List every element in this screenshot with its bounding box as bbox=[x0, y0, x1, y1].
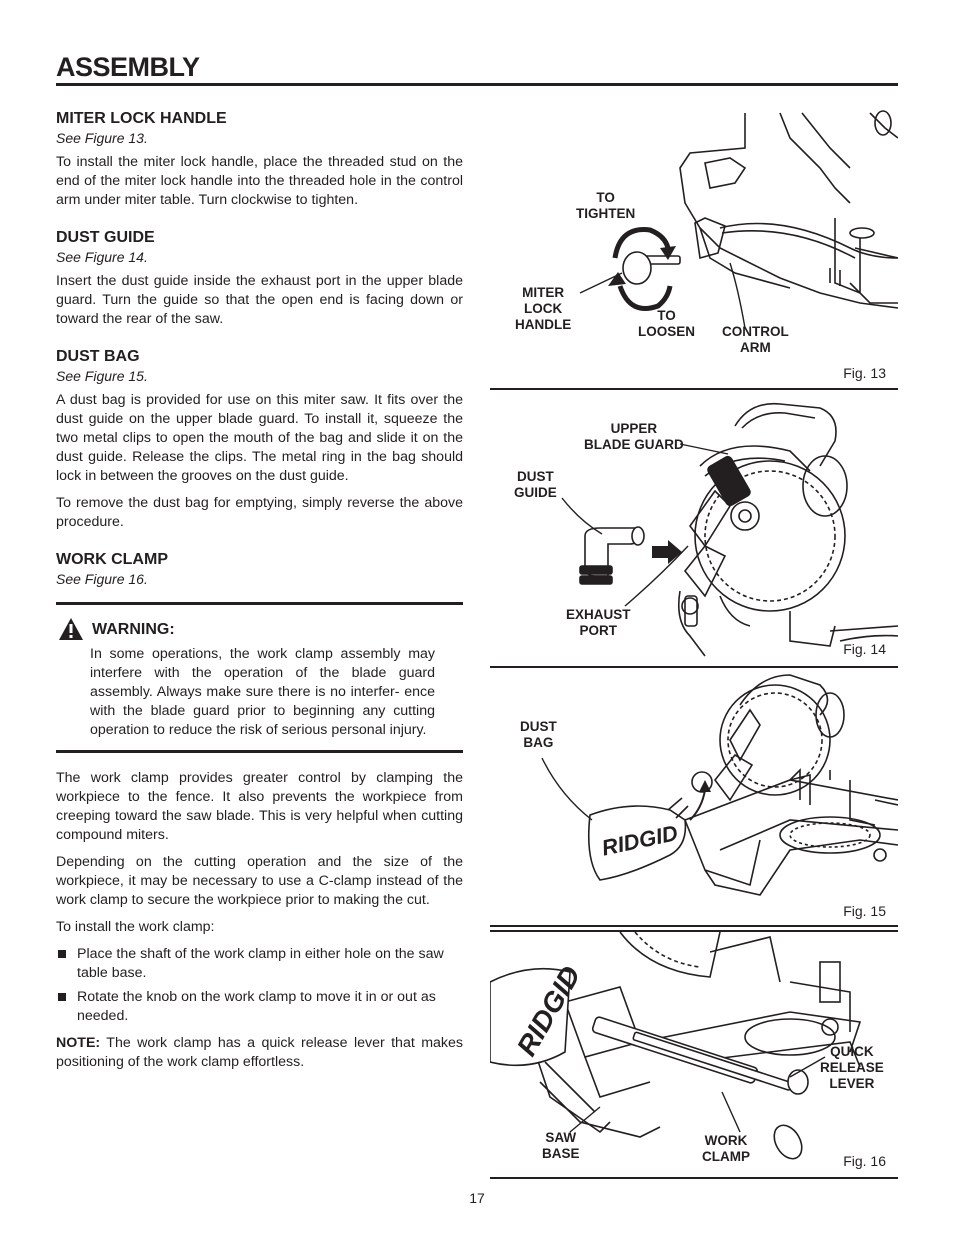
figure-15: RIDGID DUST BAG Fig. 15 bbox=[490, 670, 898, 927]
work-clamp-note: NOTE: The work clamp has a quick release… bbox=[56, 1034, 463, 1072]
warning-title: WARNING: bbox=[92, 620, 175, 638]
fig-14-caption: Fig. 14 bbox=[843, 641, 886, 657]
label-to-loosen: TO LOOSEN bbox=[638, 308, 696, 339]
install-step-2: Rotate the knob on the work clamp to mov… bbox=[77, 989, 436, 1024]
left-column: MITER LOCK HANDLE See Figure 13. To inst… bbox=[56, 109, 463, 1080]
dust-bag-text-1: A dust bag is provided for use on this m… bbox=[56, 392, 463, 484]
label-quick-release-lever: QUICK RELEASE LEVER bbox=[820, 1044, 884, 1091]
note-label: NOTE: bbox=[56, 1035, 101, 1051]
work-clamp-text-1: The work clamp provides greater control … bbox=[56, 770, 463, 843]
miter-lock-handle-illustration bbox=[579, 110, 898, 329]
install-steps: Place the shaft of the work clamp in eit… bbox=[56, 945, 463, 1026]
label-dust-guide: DUST GUIDE bbox=[514, 469, 557, 500]
dust-guide-text: Insert the dust guide inside the exhaust… bbox=[56, 273, 463, 327]
dust-bag-illustration: RIDGID bbox=[541, 674, 898, 896]
label-upper-blade-guard: UPPER BLADE GUARD bbox=[584, 421, 684, 452]
page-number: 17 bbox=[469, 1190, 485, 1206]
dust-guide-illustration bbox=[561, 402, 898, 657]
label-to-tighten: TO TIGHTEN bbox=[576, 190, 636, 221]
warning-triangle-icon bbox=[59, 618, 83, 640]
label-work-clamp: WORK CLAMP bbox=[702, 1133, 750, 1164]
label-saw-base: SAW BASE bbox=[542, 1130, 580, 1161]
work-clamp-illustration: RIDGID bbox=[490, 932, 862, 1160]
list-item: Place the shaft of the work clamp in eit… bbox=[56, 945, 463, 983]
dust-guide-heading: DUST GUIDE bbox=[56, 229, 155, 246]
miter-lock-handle-text: To install the miter lock handle, place … bbox=[56, 154, 463, 208]
dust-bag-text-2: To remove the dust bag for emptying, sim… bbox=[56, 495, 463, 530]
work-clamp-text-2: Depending on the cutting operation and t… bbox=[56, 854, 463, 908]
label-control-arm: CONTROL ARM bbox=[722, 324, 789, 355]
figure-14: UPPER BLADE GUARD DUST GUIDE EXHAUST POR… bbox=[490, 396, 898, 668]
list-item: Rotate the knob on the work clamp to mov… bbox=[56, 988, 463, 1026]
title-rule bbox=[56, 83, 898, 86]
figure-16: RIDGID QUICK RELEASE LEVER SAW BASE WORK… bbox=[490, 930, 898, 1179]
see-figure-16: See Figure 16. bbox=[56, 571, 148, 587]
install-intro: To install the work clamp: bbox=[56, 919, 215, 935]
miter-lock-handle-heading: MITER LOCK HANDLE bbox=[56, 110, 227, 127]
label-miter-lock-handle: MITER LOCK HANDLE bbox=[515, 285, 572, 332]
fig-15-caption: Fig. 15 bbox=[843, 903, 886, 919]
fig-16-caption: Fig. 16 bbox=[843, 1153, 886, 1169]
see-figure-13: See Figure 13. bbox=[56, 130, 148, 146]
page-title: ASSEMBLY bbox=[56, 52, 200, 82]
note-text: The work clamp has a quick release lever… bbox=[56, 1035, 463, 1070]
see-figure-15: See Figure 15. bbox=[56, 368, 148, 384]
warning-box: WARNING: In some operations, the work cl… bbox=[56, 602, 463, 753]
fig-13-caption: Fig. 13 bbox=[843, 365, 886, 381]
dust-bag-heading: DUST BAG bbox=[56, 348, 140, 365]
work-clamp-heading: WORK CLAMP bbox=[56, 551, 168, 568]
warning-text: In some operations, the work clamp assem… bbox=[90, 646, 435, 738]
install-step-1: Place the shaft of the work clamp in eit… bbox=[77, 946, 444, 981]
label-dust-bag: DUST BAG bbox=[520, 719, 557, 750]
figure-13: TO TIGHTEN MITER LOCK HANDLE TO LOOSEN C… bbox=[490, 108, 898, 390]
label-exhaust-port: EXHAUST PORT bbox=[566, 607, 631, 638]
see-figure-14: See Figure 14. bbox=[56, 249, 148, 265]
